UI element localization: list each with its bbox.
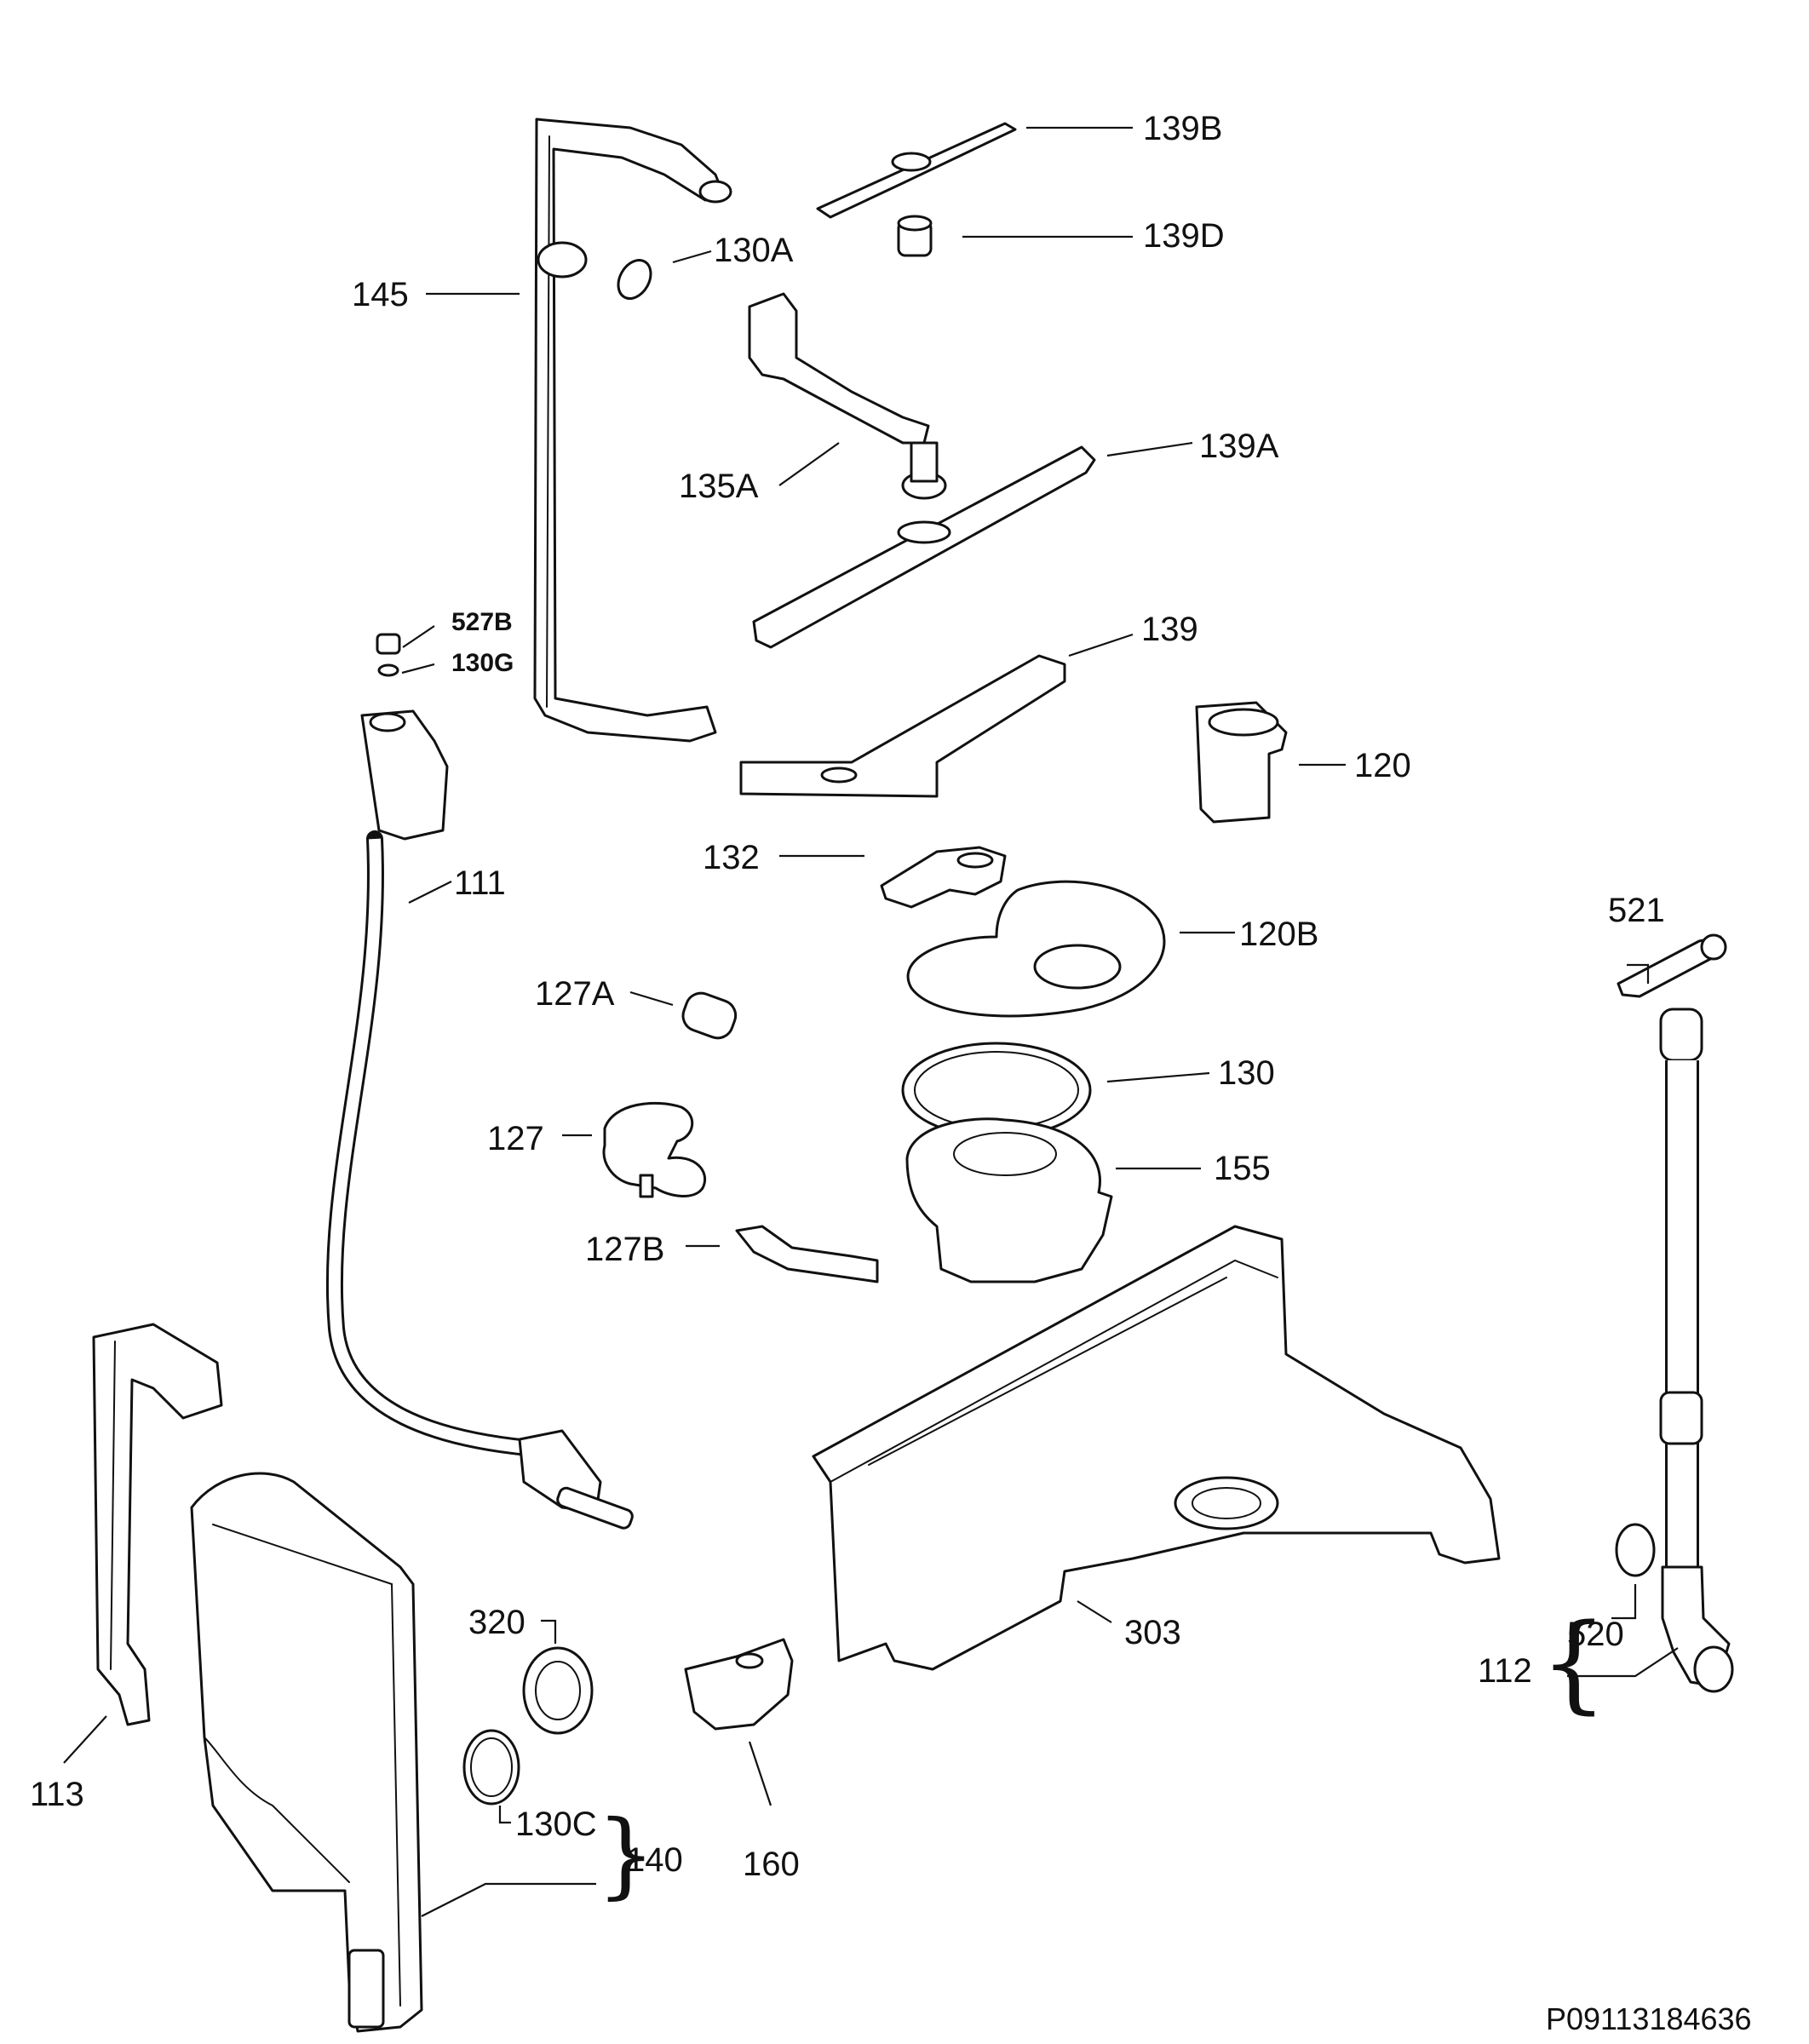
part-520-nut [1615, 1523, 1656, 1577]
part-155-sump [905, 1117, 1113, 1283]
label-155: 155 [1214, 1150, 1271, 1187]
leader-lines [63, 126, 1679, 1917]
part-145-upper-spray-pipe [533, 118, 732, 743]
label-139: 139 [1141, 611, 1198, 648]
label-521: 521 [1608, 892, 1665, 929]
part-139A-middle-spray-arm [752, 445, 1096, 649]
label-132: 132 [703, 839, 760, 876]
part-135A-spray-arm-holder [748, 292, 947, 500]
label-130G: 130G [451, 649, 514, 677]
part-139-lower-spray-arm [739, 654, 1066, 798]
label-139D: 139D [1143, 217, 1225, 255]
label-303: 303 [1124, 1614, 1181, 1651]
label-113: 113 [30, 1776, 84, 1813]
diagram-code: P09113184636 [1546, 2001, 1752, 2036]
brace-140: } [596, 1800, 656, 1909]
label-140: 140 [626, 1841, 683, 1879]
brace-112: { [1540, 1601, 1608, 1725]
label-127B: 127B [585, 1231, 664, 1268]
label-112: 112 [1478, 1652, 1532, 1690]
label-320: 320 [468, 1604, 525, 1641]
part-127B-drain-hose [735, 1225, 879, 1283]
part-139D-nut [897, 215, 933, 257]
label-130: 130 [1218, 1054, 1275, 1092]
label-130C: 130C [515, 1806, 597, 1843]
part-160-diverter [684, 1638, 794, 1731]
part-127-elbow-hose [602, 1101, 707, 1198]
part-113-water-pipe [92, 1323, 223, 1726]
label-127A: 127A [535, 975, 615, 1013]
label-527B: 527B [451, 608, 513, 636]
label-145: 145 [352, 276, 409, 313]
label-120B: 120B [1239, 916, 1318, 953]
label-111: 111 [454, 864, 506, 902]
label-520: 520 [1567, 1616, 1624, 1653]
part-140-side-panel [190, 1472, 423, 2033]
part-130A-seal-ring [617, 259, 652, 300]
label-135A: 135A [679, 468, 759, 505]
label-120: 120 [1354, 747, 1411, 784]
part-127A-coupling [681, 991, 738, 1040]
label-160: 160 [743, 1846, 800, 1883]
part-132-sensor-bracket [880, 846, 1007, 909]
label-130A: 130A [714, 232, 794, 269]
label-139A: 139A [1199, 428, 1279, 465]
part-139B-upper-spray-arm [816, 122, 1017, 219]
part-130G-gasket [377, 663, 399, 677]
part-521-clip [1617, 933, 1727, 998]
part-120B-fine-filter [906, 880, 1166, 1018]
part-320-seal [522, 1646, 594, 1735]
label-127: 127 [487, 1120, 544, 1157]
part-112-drain-hose [1659, 1008, 1734, 1693]
part-120-filter [1195, 701, 1288, 824]
part-labels: 139B 139D 130A 145 135A 139A 527B 130G 1… [30, 110, 1752, 2036]
part-111-supply-hose [325, 709, 634, 1530]
part-303-base-tray [812, 1225, 1501, 1671]
part-527B-cap [376, 633, 401, 655]
label-139B: 139B [1143, 110, 1222, 147]
part-130C-ring [462, 1729, 520, 1806]
